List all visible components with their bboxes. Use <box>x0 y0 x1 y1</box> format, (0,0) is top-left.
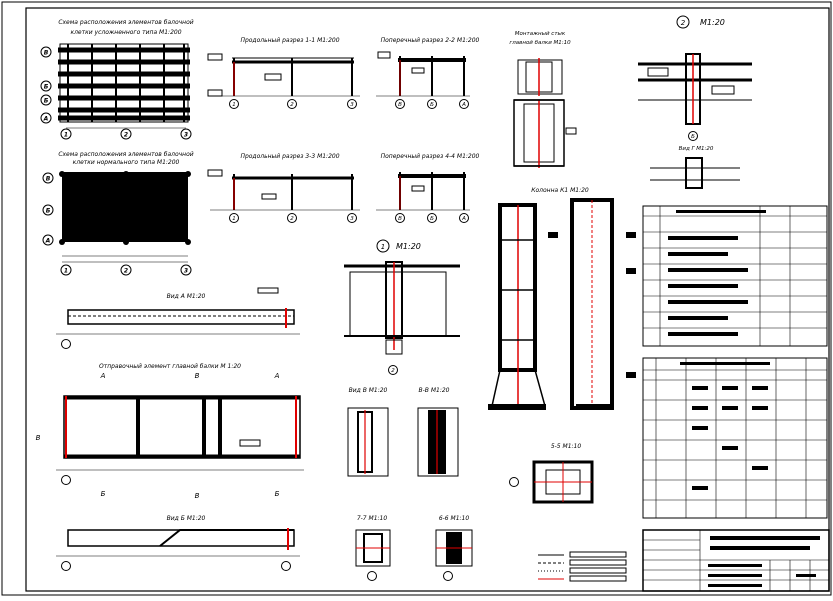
svg-text:Б: Б <box>430 102 434 108</box>
svg-text:Б: Б <box>44 84 49 91</box>
section-b-b: В-В М1:20 <box>417 387 459 477</box>
svg-text:Колонна К1 М1:20: Колонна К1 М1:20 <box>531 187 589 194</box>
plan1-beams <box>58 47 190 121</box>
shipping-element: Отправочный элемент главной балки М 1:20… <box>36 363 304 500</box>
plan1-axis-circle <box>40 46 52 58</box>
svg-text:А: А <box>461 216 466 222</box>
svg-text:Поперечный разрез 4-4 М1:200: Поперечный разрез 4-4 М1:200 <box>381 153 480 160</box>
svg-text:М1:20: М1:20 <box>700 18 725 27</box>
column-k1: Колонна К1 М1:20 <box>488 187 636 410</box>
svg-text:Монтажный стык: Монтажный стык <box>515 31 566 37</box>
plan1-title-line2: клетки усложненного типа М1:200 <box>70 29 181 36</box>
section-6-6: 6-6 М1:10 <box>435 515 473 581</box>
plan1-title-line1: Схема расположения элементов балочной <box>58 19 193 26</box>
plan2-title-line1: Схема расположения элементов балочной <box>58 151 193 158</box>
plan1-outline <box>59 43 189 123</box>
spec-table-2 <box>642 357 828 519</box>
splice-detail: Монтажный стык главной балки М1:10 <box>509 31 577 168</box>
svg-text:1: 1 <box>232 216 236 222</box>
inner-frame <box>25 7 830 592</box>
svg-text:6-6 М1:10: 6-6 М1:10 <box>439 515 470 522</box>
svg-text:А: А <box>100 372 106 380</box>
legend <box>538 551 627 582</box>
svg-text:А: А <box>43 116 49 123</box>
svg-text:1: 1 <box>64 268 68 275</box>
svg-text:В: В <box>44 50 49 57</box>
svg-text:Продольный разрез 3-3 М1:200: Продольный разрез 3-3 М1:200 <box>240 153 339 160</box>
svg-text:7-7 М1:10: 7-7 М1:10 <box>357 515 388 522</box>
section-4-4: Поперечный разрез 4-4 М1:200 В Б А <box>376 153 480 223</box>
svg-text:Вид Б М1:20: Вид Б М1:20 <box>167 515 206 522</box>
svg-text:1: 1 <box>232 102 236 108</box>
svg-text:В-В М1:20: В-В М1:20 <box>419 387 450 394</box>
svg-text:Вид Г М1:20: Вид Г М1:20 <box>679 146 714 152</box>
plan2-fill <box>62 172 188 242</box>
svg-text:В: В <box>195 372 200 380</box>
svg-text:Б: Б <box>430 216 434 222</box>
svg-text:2: 2 <box>124 268 128 275</box>
plan-2: Схема расположения элементов балочной кл… <box>42 151 194 276</box>
svg-text:3: 3 <box>184 268 188 275</box>
svg-text:А: А <box>45 238 51 245</box>
svg-text:2: 2 <box>391 368 395 374</box>
view-v: Вид В М1:20 <box>347 387 389 477</box>
section-3-3: Продольный разрез 3-3 М1:200 1 2 3 <box>207 153 360 223</box>
svg-text:3: 3 <box>350 216 354 222</box>
section-7-7: 7-7 М1:10 <box>355 515 391 581</box>
svg-text:В: В <box>398 216 402 222</box>
svg-text:Продольный разрез 1-1 М1:200: Продольный разрез 1-1 М1:200 <box>240 37 339 44</box>
svg-text:А: А <box>461 102 466 108</box>
svg-text:2: 2 <box>124 132 128 139</box>
svg-text:Б: Б <box>275 490 280 498</box>
svg-text:3: 3 <box>350 102 354 108</box>
svg-text:5-5 М1:10: 5-5 М1:10 <box>551 443 582 450</box>
svg-text:А: А <box>274 372 280 380</box>
svg-text:Отправочный элемент главной ба: Отправочный элемент главной балки М 1:20 <box>99 363 241 370</box>
view-b: Вид Б М1:20 <box>56 515 300 571</box>
section-2-2: Поперечный разрез 2-2 М1:200 В Б А <box>376 37 480 109</box>
svg-text:Б: Б <box>101 490 106 498</box>
section-5-5: 5-5 М1:10 <box>509 443 594 504</box>
svg-text:М1:20: М1:20 <box>396 242 421 251</box>
plan-1: Схема расположения элементов балочной кл… <box>40 19 194 140</box>
svg-text:В: В <box>195 492 200 500</box>
svg-text:Б: Б <box>691 134 695 140</box>
svg-text:В: В <box>398 102 402 108</box>
svg-text:Б: Б <box>46 208 51 215</box>
svg-text:Вид А М1:20: Вид А М1:20 <box>167 293 206 300</box>
svg-text:В: В <box>46 176 51 183</box>
plan2-title-line2: клетки нормального типа М1:200 <box>73 159 180 166</box>
svg-text:2: 2 <box>681 19 686 27</box>
view-a: Вид А М1:20 <box>56 287 300 349</box>
spec-table-1 <box>642 205 828 347</box>
svg-text:В: В <box>36 434 41 442</box>
svg-text:2: 2 <box>290 216 294 222</box>
svg-text:Б: Б <box>44 98 49 105</box>
svg-text:Поперечный разрез 2-2 М1:200: Поперечный разрез 2-2 М1:200 <box>381 37 480 44</box>
svg-text:1: 1 <box>381 243 385 251</box>
title-block <box>642 529 830 592</box>
svg-text:1: 1 <box>64 132 68 139</box>
svg-text:Вид В М1:20: Вид В М1:20 <box>349 387 388 394</box>
node-1: 1 М1:20 2 <box>344 239 460 375</box>
node-2: 2 М1:20 Б Вид Г М1:20 <box>638 15 752 189</box>
svg-text:главной балки М1:10: главной балки М1:10 <box>509 40 571 46</box>
section-1-1: Продольный разрез 1-1 М1:200 1 2 3 <box>207 37 360 109</box>
svg-text:2: 2 <box>290 102 294 108</box>
svg-text:3: 3 <box>184 132 188 139</box>
